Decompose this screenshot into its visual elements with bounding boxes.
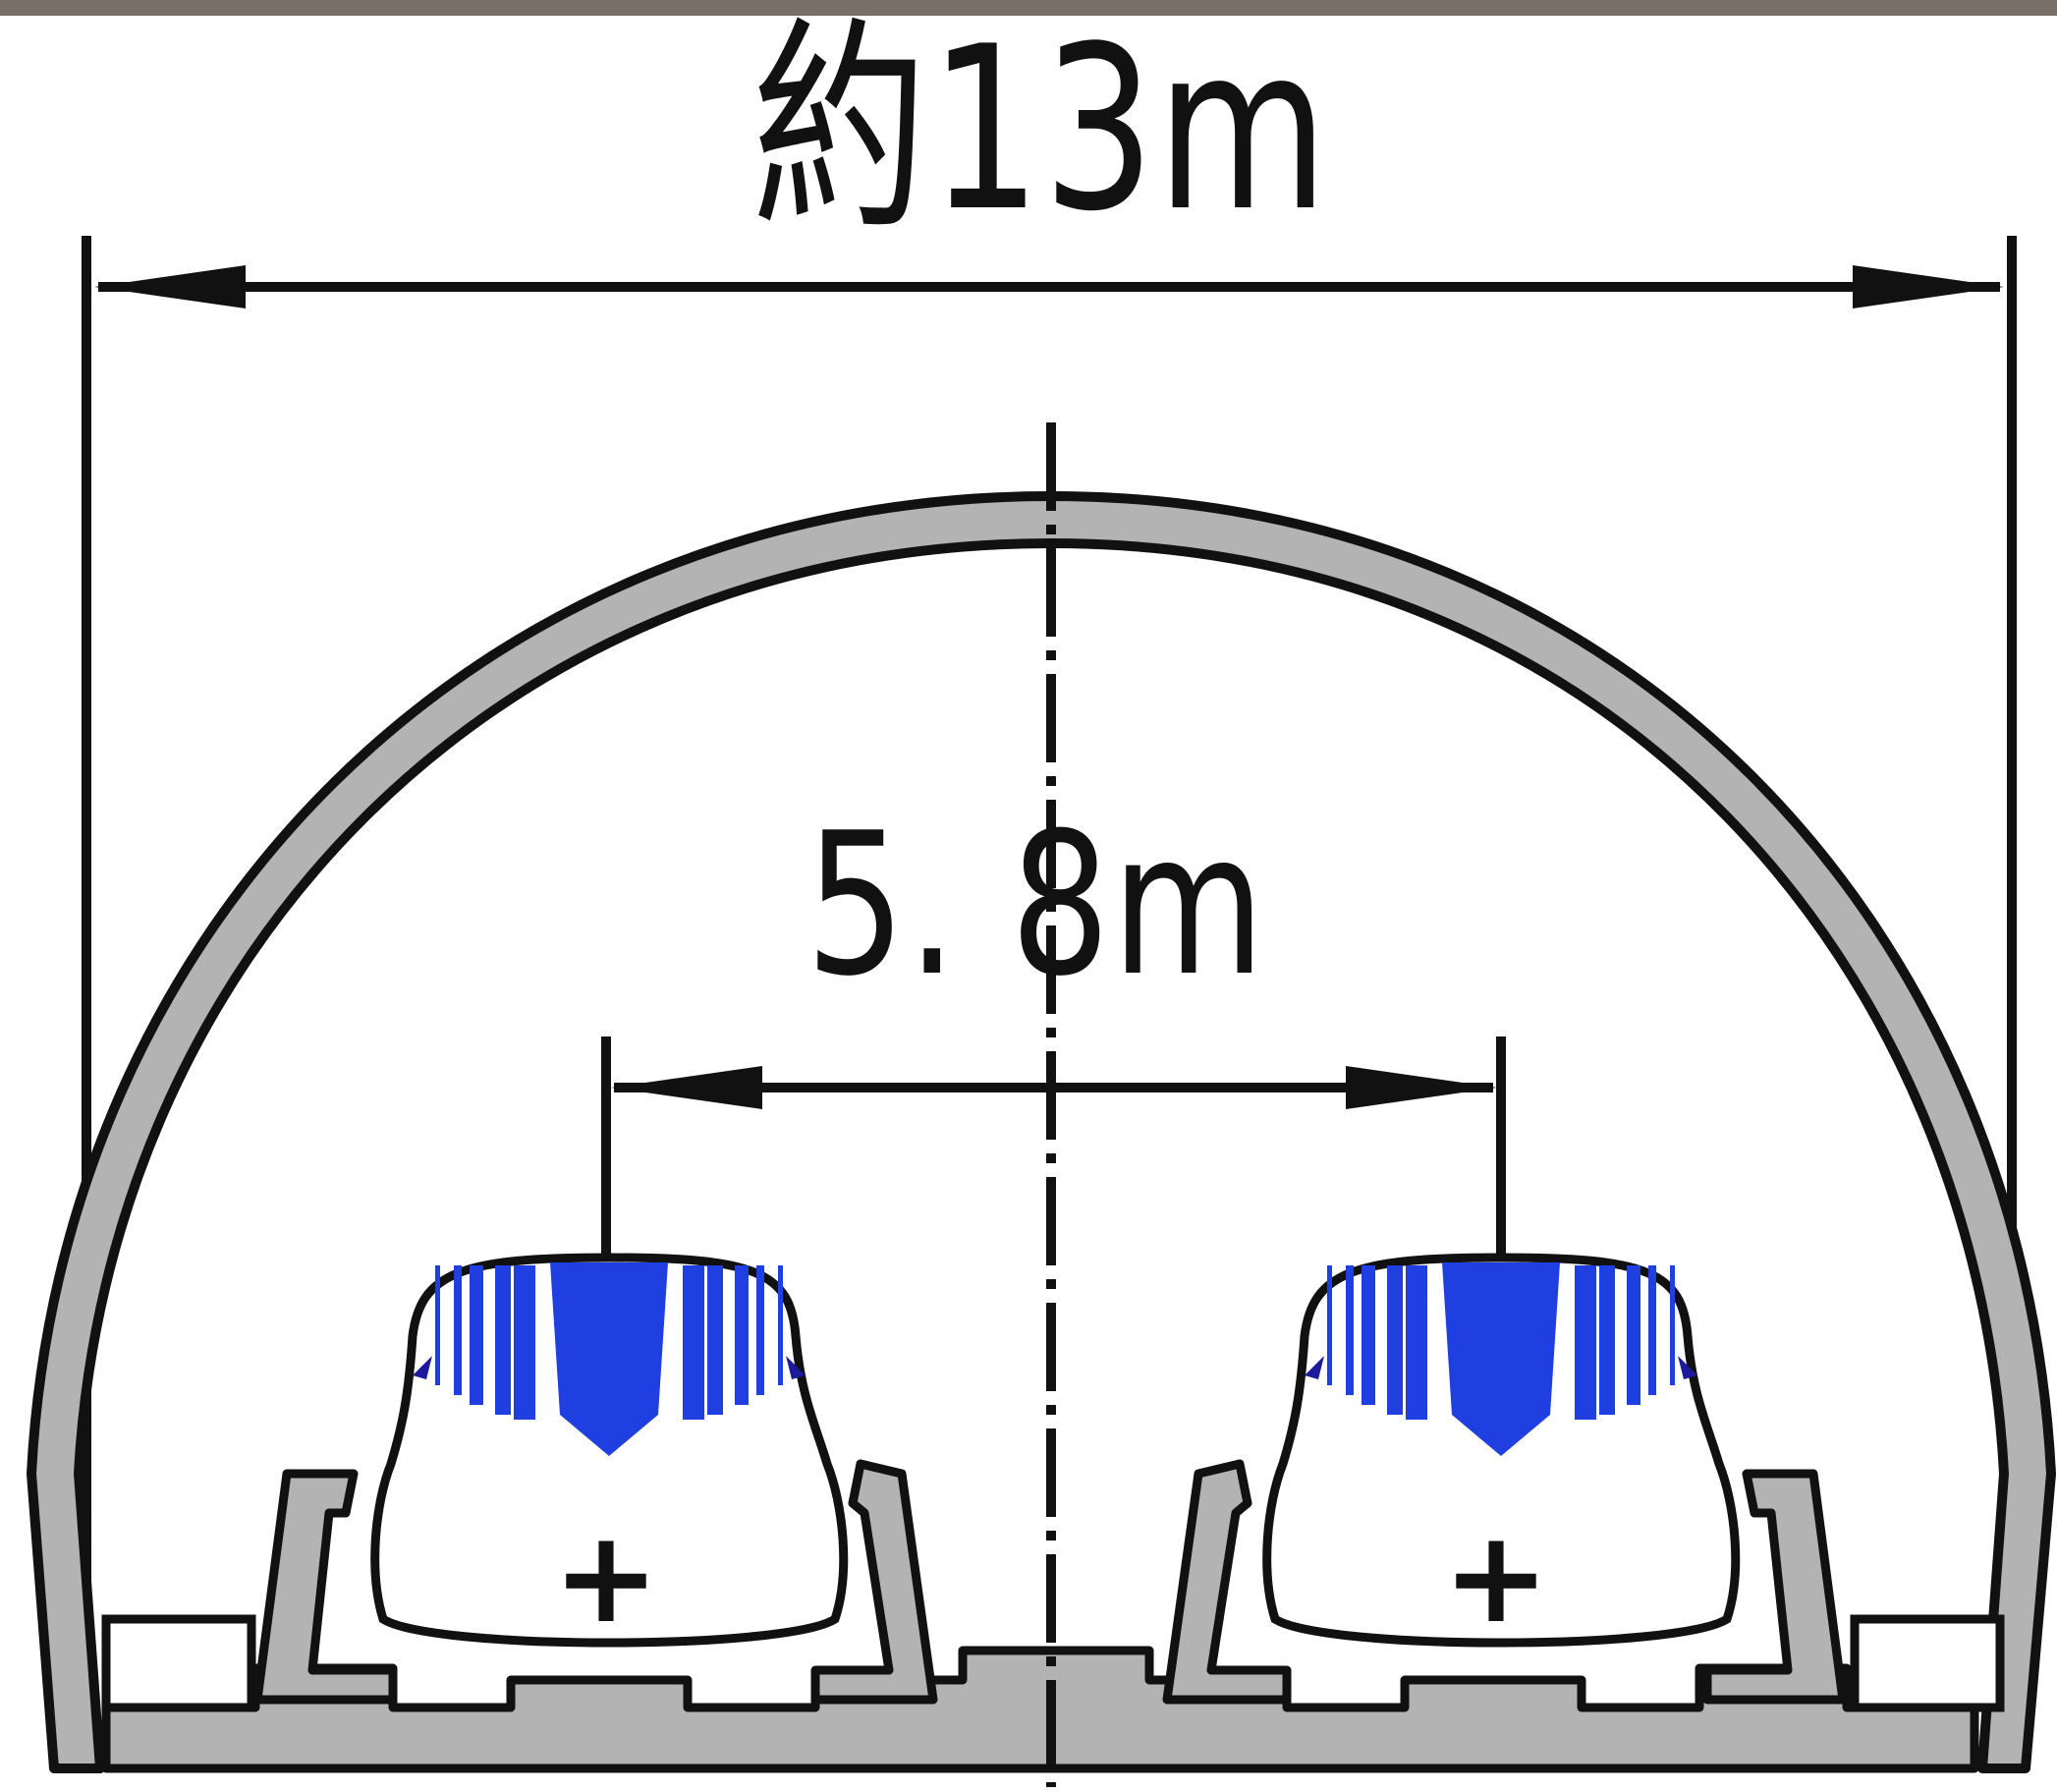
- train-right-center-mark: +: [1443, 1502, 1550, 1652]
- train-right-stripe: [1648, 1265, 1656, 1395]
- tunnel-lining: [27, 491, 2056, 1773]
- train-left-stripe: [735, 1265, 749, 1405]
- train-left-stripes: [413, 1262, 806, 1456]
- train-right-stripe-center: [1442, 1262, 1560, 1456]
- train-right-stripe: [1599, 1265, 1615, 1415]
- train-right-stripes: [1305, 1262, 1697, 1456]
- train-left-stripe: [707, 1265, 723, 1415]
- train-right-stripe: [1346, 1265, 1354, 1395]
- guideway-wall-left-outer: [252, 1469, 398, 1705]
- train-left-stripe: [514, 1265, 535, 1420]
- train-left-center-mark: +: [553, 1502, 660, 1652]
- train-left-stripe: [495, 1265, 511, 1415]
- train-right-stripe: [1362, 1265, 1375, 1405]
- track-spacing-label: 5. 8m: [806, 791, 1267, 1020]
- train-left-stripe-center: [550, 1262, 668, 1456]
- top-photo-strip: [0, 0, 2057, 16]
- train-right-stripe: [1387, 1265, 1403, 1415]
- spacing-arrowhead-right: [1346, 1066, 1497, 1109]
- train-left-stripe: [470, 1265, 483, 1405]
- width-arrowhead-left: [94, 265, 246, 308]
- train-right-stripe: [1627, 1265, 1640, 1405]
- guideway-wall-right-outer: [1702, 1469, 1848, 1705]
- guideway-wall-right-inner: [1162, 1459, 1292, 1705]
- train-right-stripe: [1575, 1265, 1596, 1420]
- tunnel-width-label: 約13m: [751, 0, 1330, 261]
- train-left-stripe: [778, 1265, 783, 1385]
- guideway-wall-left-inner: [810, 1459, 938, 1705]
- train-left-stripe: [683, 1265, 704, 1420]
- train-right-stripe: [1670, 1265, 1675, 1385]
- train-left-stripe: [756, 1265, 764, 1395]
- width-arrowhead-right: [1853, 265, 2004, 308]
- spacing-arrowhead-left: [611, 1066, 762, 1109]
- walkway-left: [101, 1614, 256, 1712]
- train-left-stripe: [435, 1265, 440, 1385]
- train-right-stripe: [1327, 1265, 1332, 1385]
- train-left-stripe: [454, 1265, 462, 1395]
- train-left-window-mark: [413, 1356, 432, 1379]
- walkway-right: [1850, 1614, 2005, 1712]
- train-right-stripe: [1406, 1265, 1427, 1420]
- train-right-window-mark: [1305, 1356, 1324, 1379]
- train-right-window-mark: [1678, 1356, 1697, 1379]
- train-left-window-mark: [786, 1356, 806, 1379]
